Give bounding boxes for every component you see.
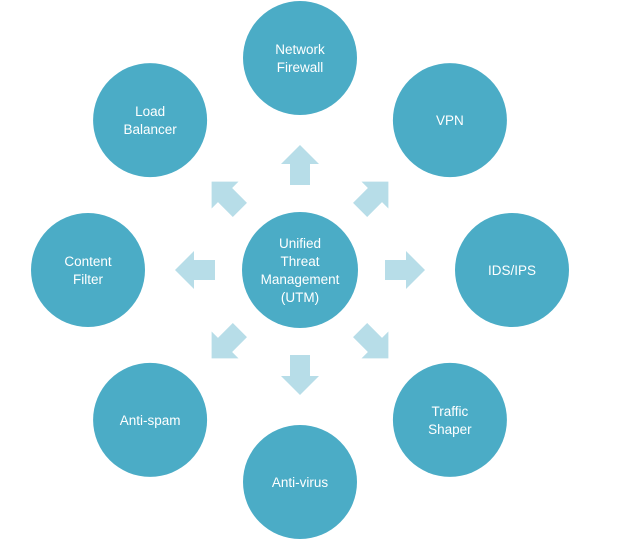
node-ids-ips-label: IDS/IPS bbox=[488, 263, 536, 278]
node-network-firewall-label-line: Network bbox=[275, 42, 325, 57]
node-anti-virus-label-line: Anti-virus bbox=[272, 475, 329, 490]
node-vpn-label: VPN bbox=[436, 113, 464, 128]
node-anti-spam-label: Anti-spam bbox=[120, 413, 181, 428]
node-utm-hub-label-line: Management bbox=[261, 272, 340, 287]
node-load-balancer-label-line: Load bbox=[135, 104, 165, 119]
node-ids-ips bbox=[455, 213, 569, 327]
arrow-to-content-filter bbox=[175, 251, 215, 289]
node-content-filter bbox=[31, 213, 145, 327]
node-ids-ips-label-line: IDS/IPS bbox=[488, 263, 536, 278]
arrow-to-anti-virus bbox=[281, 355, 319, 395]
arrows-layer bbox=[175, 145, 425, 395]
arrow-to-ids-ips bbox=[385, 251, 425, 289]
node-network-firewall bbox=[243, 1, 357, 115]
node-load-balancer bbox=[93, 63, 208, 178]
arrow-to-vpn bbox=[353, 181, 389, 217]
node-vpn-label-line: VPN bbox=[436, 113, 464, 128]
node-utm-hub-label-line: Unified bbox=[279, 236, 321, 251]
node-anti-spam-label-line: Anti-spam bbox=[120, 413, 181, 428]
node-network-firewall-label-line: Firewall bbox=[277, 60, 324, 75]
node-traffic-shaper-label-line: Traffic bbox=[432, 404, 469, 419]
node-load-balancer-label-line: Balancer bbox=[123, 122, 177, 137]
node-traffic-shaper-label-line: Shaper bbox=[428, 422, 472, 437]
node-anti-spam bbox=[93, 362, 208, 477]
arrow-to-network-firewall bbox=[281, 145, 319, 185]
arrow-to-anti-spam bbox=[211, 323, 247, 359]
node-vpn bbox=[392, 63, 507, 178]
node-content-filter-label-line: Content bbox=[64, 254, 112, 269]
node-utm-hub-label-line: (UTM) bbox=[281, 290, 319, 305]
node-utm-hub bbox=[242, 212, 358, 328]
node-traffic-shaper bbox=[392, 362, 507, 477]
node-utm-hub-label-line: Threat bbox=[280, 254, 319, 269]
node-anti-virus-label: Anti-virus bbox=[272, 475, 329, 490]
node-anti-virus bbox=[243, 425, 357, 539]
arrow-to-load-balancer bbox=[211, 181, 247, 217]
arrow-to-traffic-shaper bbox=[353, 323, 389, 359]
node-content-filter-label-line: Filter bbox=[73, 272, 104, 287]
